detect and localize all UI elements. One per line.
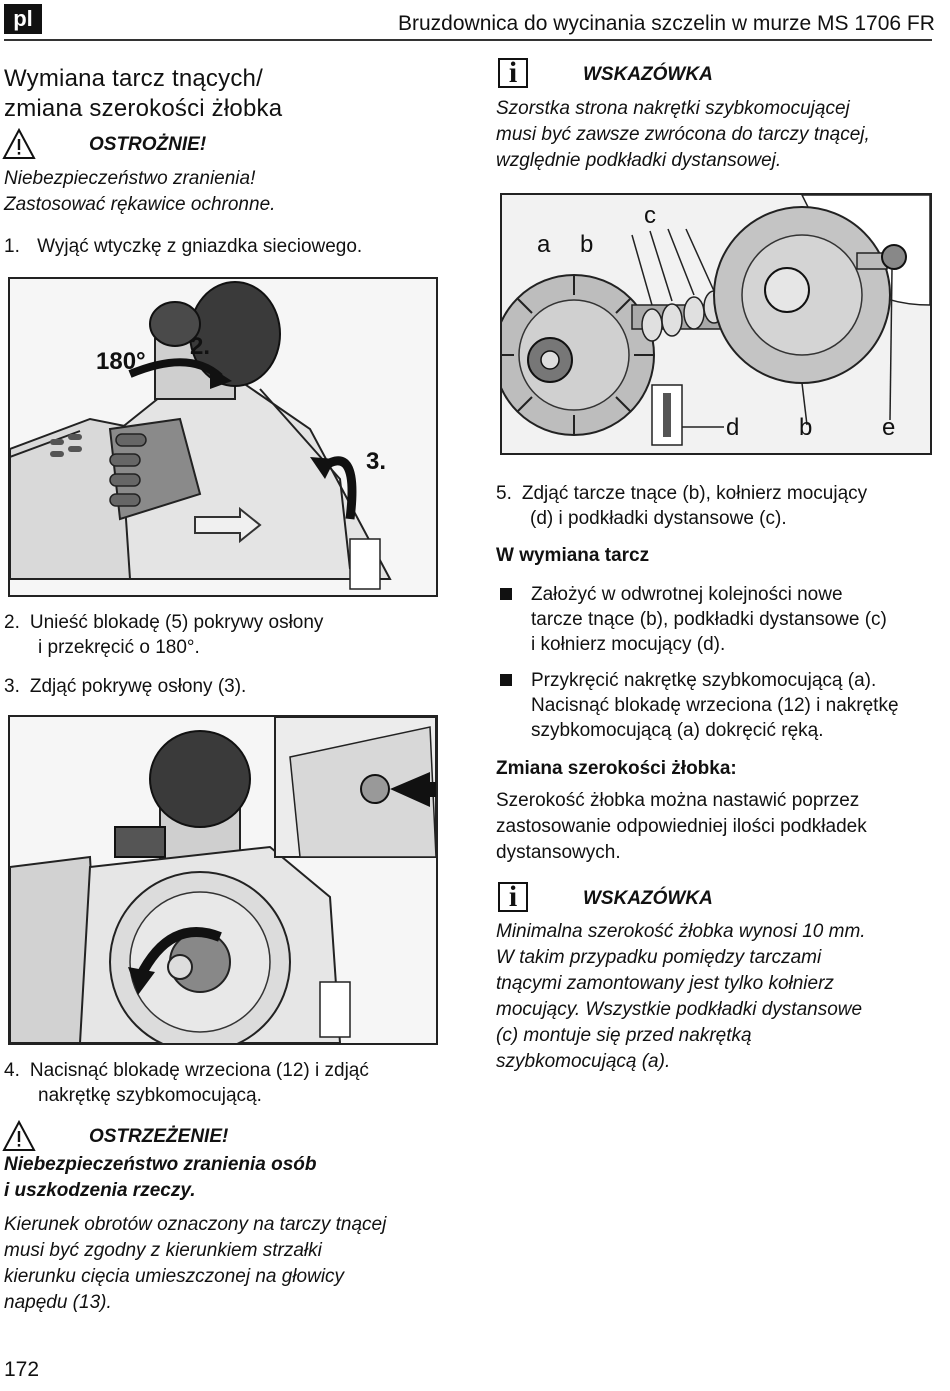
caution-line: Zastosować rękawice ochronne.: [4, 194, 276, 215]
warning-title: OSTRZEŻENIE!: [89, 1126, 229, 1147]
step-number: 2.: [4, 612, 20, 633]
warning-bold: Niebezpieczeństwo zranienia osób i uszko…: [4, 1152, 317, 1204]
machine-illustration-2: [10, 717, 436, 1043]
header-rule: [4, 39, 932, 41]
para-line: zastosowanie odpowiedniej ilości podkład…: [496, 816, 867, 837]
step-1: 1. Wyjąć wtyczkę z gniazdka sieciowego.: [4, 234, 362, 260]
label-b: b: [580, 231, 593, 258]
figure-remove-cover: 180° 2. 3.: [8, 277, 438, 597]
label-c: c: [644, 202, 656, 229]
caution-triangle-icon: [2, 128, 36, 159]
step-text: (d) i podkładki dystansowe (c).: [530, 508, 787, 529]
caution-text: Niebezpieczeństwo zranienia! Zastosować …: [4, 166, 275, 218]
warning-triangle-icon: [2, 1120, 36, 1151]
bullet-line: Przykręcić nakrętkę szybkomocującą (a).: [531, 670, 877, 691]
heading-slot-width: Zmiana szerokości żłobka:: [496, 758, 737, 779]
info-icon: i: [498, 882, 528, 912]
heading-line-1: Wymiana tarcz tnących/: [4, 65, 263, 92]
caution-line: Niebezpieczeństwo zranienia!: [4, 168, 256, 189]
tip-2-body: Minimalna szerokość żłobka wynosi 10 mm.…: [496, 919, 866, 1075]
heading-line-2: zmiana szerokości żłobka: [4, 95, 283, 122]
step-text: Wyjąć wtyczkę z gniazdka sieciowego.: [37, 236, 363, 257]
tip-2-title: WSKAZÓWKA: [583, 888, 713, 909]
tip-line: Szorstka strona nakrętki szybkomocującej: [496, 98, 850, 119]
warning-bold-line: i uszkodzenia rzeczy.: [4, 1180, 196, 1201]
bullet-line: i kołnierz mocujący (d).: [531, 634, 726, 655]
bullet-line: tarcze tnące (b), podkładki dystansowe (…: [531, 609, 887, 630]
step-text: Zdjąć tarcze tnące (b), kołnierz mocując…: [521, 483, 868, 504]
info-icon: i: [498, 58, 528, 88]
tip-line: mocujący. Wszystkie podkładki dystansowe: [496, 999, 863, 1020]
blade-assembly-illustration: a b c d b e: [502, 195, 930, 453]
step-text: i przekręcić o 180°.: [38, 637, 200, 658]
tip-1-title: WSKAZÓWKA: [583, 64, 713, 85]
warning-line: napędu (13).: [4, 1292, 112, 1313]
step-3: 3. Zdjąć pokrywę osłony (3).: [4, 674, 246, 699]
machine-illustration-1: 180° 2. 3.: [10, 279, 436, 595]
warning-body: Kierunek obrotów oznaczony na tarczy tną…: [4, 1212, 386, 1316]
step-number: 3.: [4, 676, 20, 697]
tip-line: (c) montuje się przed nakrętką: [496, 1025, 752, 1046]
tip-line: tnącymi zamontowany jest tylko kołnierz: [496, 973, 834, 994]
document-title: Bruzdownica do wycinania szczelin w murz…: [398, 12, 935, 35]
label-step-2: 2.: [190, 333, 210, 360]
step-text: Unieść blokadę (5) pokrywy osłony: [29, 612, 324, 633]
bullet-1: Założyć w odwrotnej kolejności nowe tarc…: [531, 582, 887, 657]
label-180: 180°: [96, 348, 146, 375]
step-4: 4. Nacisnąć blokadę wrzeciona (12) i zdją…: [4, 1058, 369, 1108]
bullet-square-icon: [500, 674, 512, 686]
tip-line: względnie podkładki dystansowej.: [496, 150, 782, 171]
bullet-line: Nacisnąć blokadę wrzeciona (12) i nakręt…: [531, 695, 899, 716]
step-text: nakrętkę szybkomocującą.: [38, 1085, 262, 1106]
warning-line: kierunku cięcia umieszczonej na głowicy: [4, 1266, 345, 1287]
label-step-3: 3.: [366, 448, 386, 475]
warning-bold-line: Niebezpieczeństwo zranienia osób: [4, 1154, 317, 1175]
label-b-2: b: [799, 414, 812, 441]
step-5: 5. Zdjąć tarcze tnące (b), kołnierz mocuj…: [496, 481, 867, 531]
subheading-blade-change: W wymiana tarcz: [496, 545, 650, 566]
bullet-2: Przykręcić nakrętkę szybkomocującą (a). …: [531, 668, 899, 743]
caution-title: OSTROŻNIE!: [89, 134, 207, 155]
figure-spindle-lock: [8, 715, 438, 1045]
label-e: e: [882, 414, 895, 441]
tip-line: Minimalna szerokość żłobka wynosi 10 mm.: [496, 921, 866, 942]
tip-line: szybkomocującą (a).: [496, 1051, 671, 1072]
step-text: Nacisnąć blokadę wrzeciona (12) i zdjąć: [29, 1060, 369, 1081]
bullet-line: Założyć w odwrotnej kolejności nowe: [531, 584, 843, 605]
warning-line: musi być zgodny z kierunkiem strzałki: [4, 1240, 322, 1261]
tip-line: musi być zawsze zwrócona do tarczy tnące…: [496, 124, 870, 145]
section-heading: Wymiana tarcz tnących/ zmiana szerokości…: [4, 64, 282, 124]
para-line: dystansowych.: [496, 842, 621, 863]
figure-blade-assembly: a b c d b e: [500, 193, 932, 455]
step-number: 5.: [496, 483, 512, 504]
step-text: Zdjąć pokrywę osłony (3).: [29, 676, 247, 697]
language-badge: pl: [4, 4, 42, 34]
para-line: Szerokość żłobka można nastawić poprzez: [496, 790, 860, 811]
step-2: 2. Unieść blokadę (5) pokrywy osłony i pr…: [4, 610, 323, 660]
tip-line: W takim przypadku pomiędzy tarczami: [496, 947, 822, 968]
warning-line: Kierunek obrotów oznaczony na tarczy tną…: [4, 1214, 387, 1235]
label-d: d: [726, 414, 739, 441]
tip-1-body: Szorstka strona nakrętki szybkomocującej…: [496, 96, 870, 174]
page-number: 172: [4, 1358, 40, 1381]
bullet-line: szybkomocującą (a) dokręcić ręką.: [531, 720, 824, 741]
step-number: 1.: [4, 236, 20, 257]
label-a: a: [537, 231, 551, 258]
slot-width-paragraph: Szerokość żłobka można nastawić poprzez …: [496, 788, 867, 866]
step-number: 4.: [4, 1060, 20, 1081]
bullet-square-icon: [500, 588, 512, 600]
